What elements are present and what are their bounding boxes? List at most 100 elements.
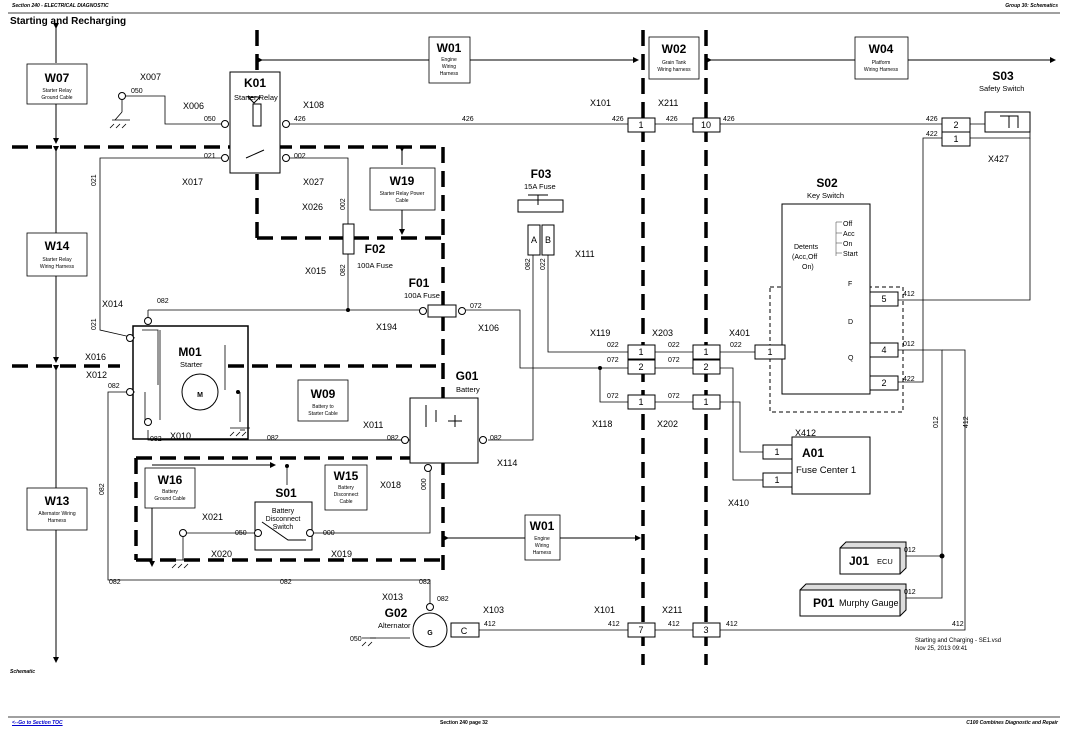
s02-pos-start: Start bbox=[843, 251, 858, 258]
x006-label: X006 bbox=[183, 101, 204, 111]
wire-426-f: 426 bbox=[926, 116, 938, 123]
pin-2-x203: 2 bbox=[703, 362, 708, 372]
s02-detents-3: On) bbox=[802, 264, 814, 271]
page-title: Starting and Recharging bbox=[10, 16, 127, 27]
w15-line2: Disconnect bbox=[334, 492, 359, 498]
s02-name: Key Switch bbox=[807, 191, 844, 200]
wire-412-c: 412 bbox=[668, 621, 680, 628]
f01-id: F01 bbox=[409, 276, 430, 290]
file-note-line1: Starting and Charging - SE1.vsd bbox=[915, 638, 1001, 644]
j01-id: J01 bbox=[849, 554, 869, 568]
wire-082-j: 082 bbox=[419, 579, 431, 586]
wire-012-c: 012 bbox=[904, 547, 916, 554]
x108-label: X108 bbox=[303, 100, 324, 110]
x114-label: X114 bbox=[497, 458, 517, 468]
g02-id: G02 bbox=[385, 606, 408, 620]
x015-label: X015 bbox=[305, 266, 326, 276]
w09-line2: Starter Cable bbox=[308, 411, 338, 417]
wire-426-d: 426 bbox=[666, 116, 678, 123]
x119-label: X119 bbox=[590, 328, 610, 338]
wire-022-d: 022 bbox=[730, 342, 742, 349]
s02-detents-1: Detents bbox=[794, 244, 819, 251]
x019-label: X019 bbox=[331, 549, 352, 559]
manual-title: C100 Combines Diagnostic and Repair bbox=[966, 720, 1058, 726]
w14-line1: Starter Relay bbox=[42, 257, 72, 263]
x027-label: X027 bbox=[303, 177, 324, 187]
wire-082-e: 082 bbox=[267, 435, 279, 442]
g01-id: G01 bbox=[456, 369, 479, 383]
s02-pos-off: Off bbox=[843, 221, 852, 228]
w02-id: W02 bbox=[662, 42, 687, 56]
pin-5-s02: 5 bbox=[881, 294, 886, 304]
harness-boundaries bbox=[12, 30, 708, 665]
w14-line2: Wiring Harness bbox=[40, 264, 75, 270]
wire-426-a: 426 bbox=[294, 116, 306, 123]
w04-line2: Wiring Harness bbox=[864, 67, 899, 73]
wire-012-a: 012 bbox=[903, 341, 915, 348]
x103-label: X103 bbox=[483, 605, 504, 615]
x412-label: X412 bbox=[795, 428, 816, 438]
p01-name: Murphy Gauge bbox=[839, 598, 899, 608]
w01-bot-line2: Wiring bbox=[535, 543, 549, 549]
w13-line2: Harness bbox=[48, 518, 67, 524]
wire-082-a: 082 bbox=[340, 264, 347, 276]
w14-id: W14 bbox=[45, 239, 70, 253]
w01-bot-line1: Engine bbox=[534, 536, 550, 542]
pin-1-x203: 1 bbox=[703, 347, 708, 357]
wire-082-i: 082 bbox=[280, 579, 292, 586]
page-number: Section 240 page 32 bbox=[440, 720, 488, 726]
w02-line1: Grain Tank bbox=[662, 60, 687, 66]
w09-id: W09 bbox=[311, 387, 336, 401]
f03-a: A bbox=[531, 235, 537, 245]
s03-id: S03 bbox=[992, 69, 1014, 83]
x211-top-label: X211 bbox=[658, 98, 678, 108]
section-toc-link[interactable]: <--Go to Section TOC bbox=[12, 720, 63, 726]
f03-name: 15A Fuse bbox=[524, 182, 556, 191]
wire-050-b: 050 bbox=[204, 116, 216, 123]
x106-label: X106 bbox=[478, 323, 499, 333]
wire-082-g: 082 bbox=[99, 483, 106, 495]
wire-072-e: 072 bbox=[668, 393, 680, 400]
w16-id: W16 bbox=[158, 473, 183, 487]
schematic-caption: Schematic bbox=[10, 669, 36, 675]
w07-id: W07 bbox=[45, 71, 70, 85]
x016-label: X016 bbox=[85, 352, 106, 362]
w19-line2: Cable bbox=[395, 198, 408, 204]
wire-002-a: 002 bbox=[294, 153, 306, 160]
x211-bot-label: X211 bbox=[662, 605, 682, 615]
wire-412-d: 412 bbox=[726, 621, 738, 628]
g02-term: C bbox=[461, 626, 468, 636]
wire-072-c: 072 bbox=[668, 357, 680, 364]
wire-012-b: 012 bbox=[933, 416, 940, 428]
pin-1-s03: 1 bbox=[953, 134, 958, 144]
w09-line1: Battery to bbox=[312, 404, 334, 410]
a01-id: A01 bbox=[802, 446, 824, 460]
wire-082-d: 082 bbox=[150, 436, 162, 443]
g02-name: Alternator bbox=[378, 621, 411, 630]
w16-line1: Battery bbox=[162, 489, 178, 495]
pin-10-x211: 10 bbox=[701, 120, 711, 130]
w01-top-line2: Wiring bbox=[442, 64, 456, 70]
wire-412-a: 412 bbox=[484, 621, 496, 628]
s01-line3: Switch bbox=[273, 524, 294, 531]
wire-072-b: 072 bbox=[607, 357, 619, 364]
x014-label: X014 bbox=[102, 299, 123, 309]
x018-label: X018 bbox=[380, 480, 401, 490]
pin-1-x101: 1 bbox=[638, 120, 643, 130]
w02-line2: Wiring harness bbox=[657, 67, 691, 73]
x118-label: X118 bbox=[592, 419, 612, 429]
s02-pos-on: On bbox=[843, 241, 852, 248]
w13-id: W13 bbox=[45, 494, 70, 508]
x010-label: X010 bbox=[170, 431, 191, 441]
s02-id: S02 bbox=[816, 176, 838, 190]
x007-label: X007 bbox=[140, 72, 161, 82]
x101-top-label: X101 bbox=[590, 98, 611, 108]
wire-082-c: 082 bbox=[108, 383, 120, 390]
wire-082-h: 082 bbox=[109, 579, 121, 586]
wire-412-f: 412 bbox=[952, 621, 964, 628]
f01-name: 100A Fuse bbox=[404, 291, 440, 300]
s02-letter-f: F bbox=[848, 281, 852, 288]
wire-050-a: 050 bbox=[131, 88, 143, 95]
wire-426-c: 426 bbox=[612, 116, 624, 123]
